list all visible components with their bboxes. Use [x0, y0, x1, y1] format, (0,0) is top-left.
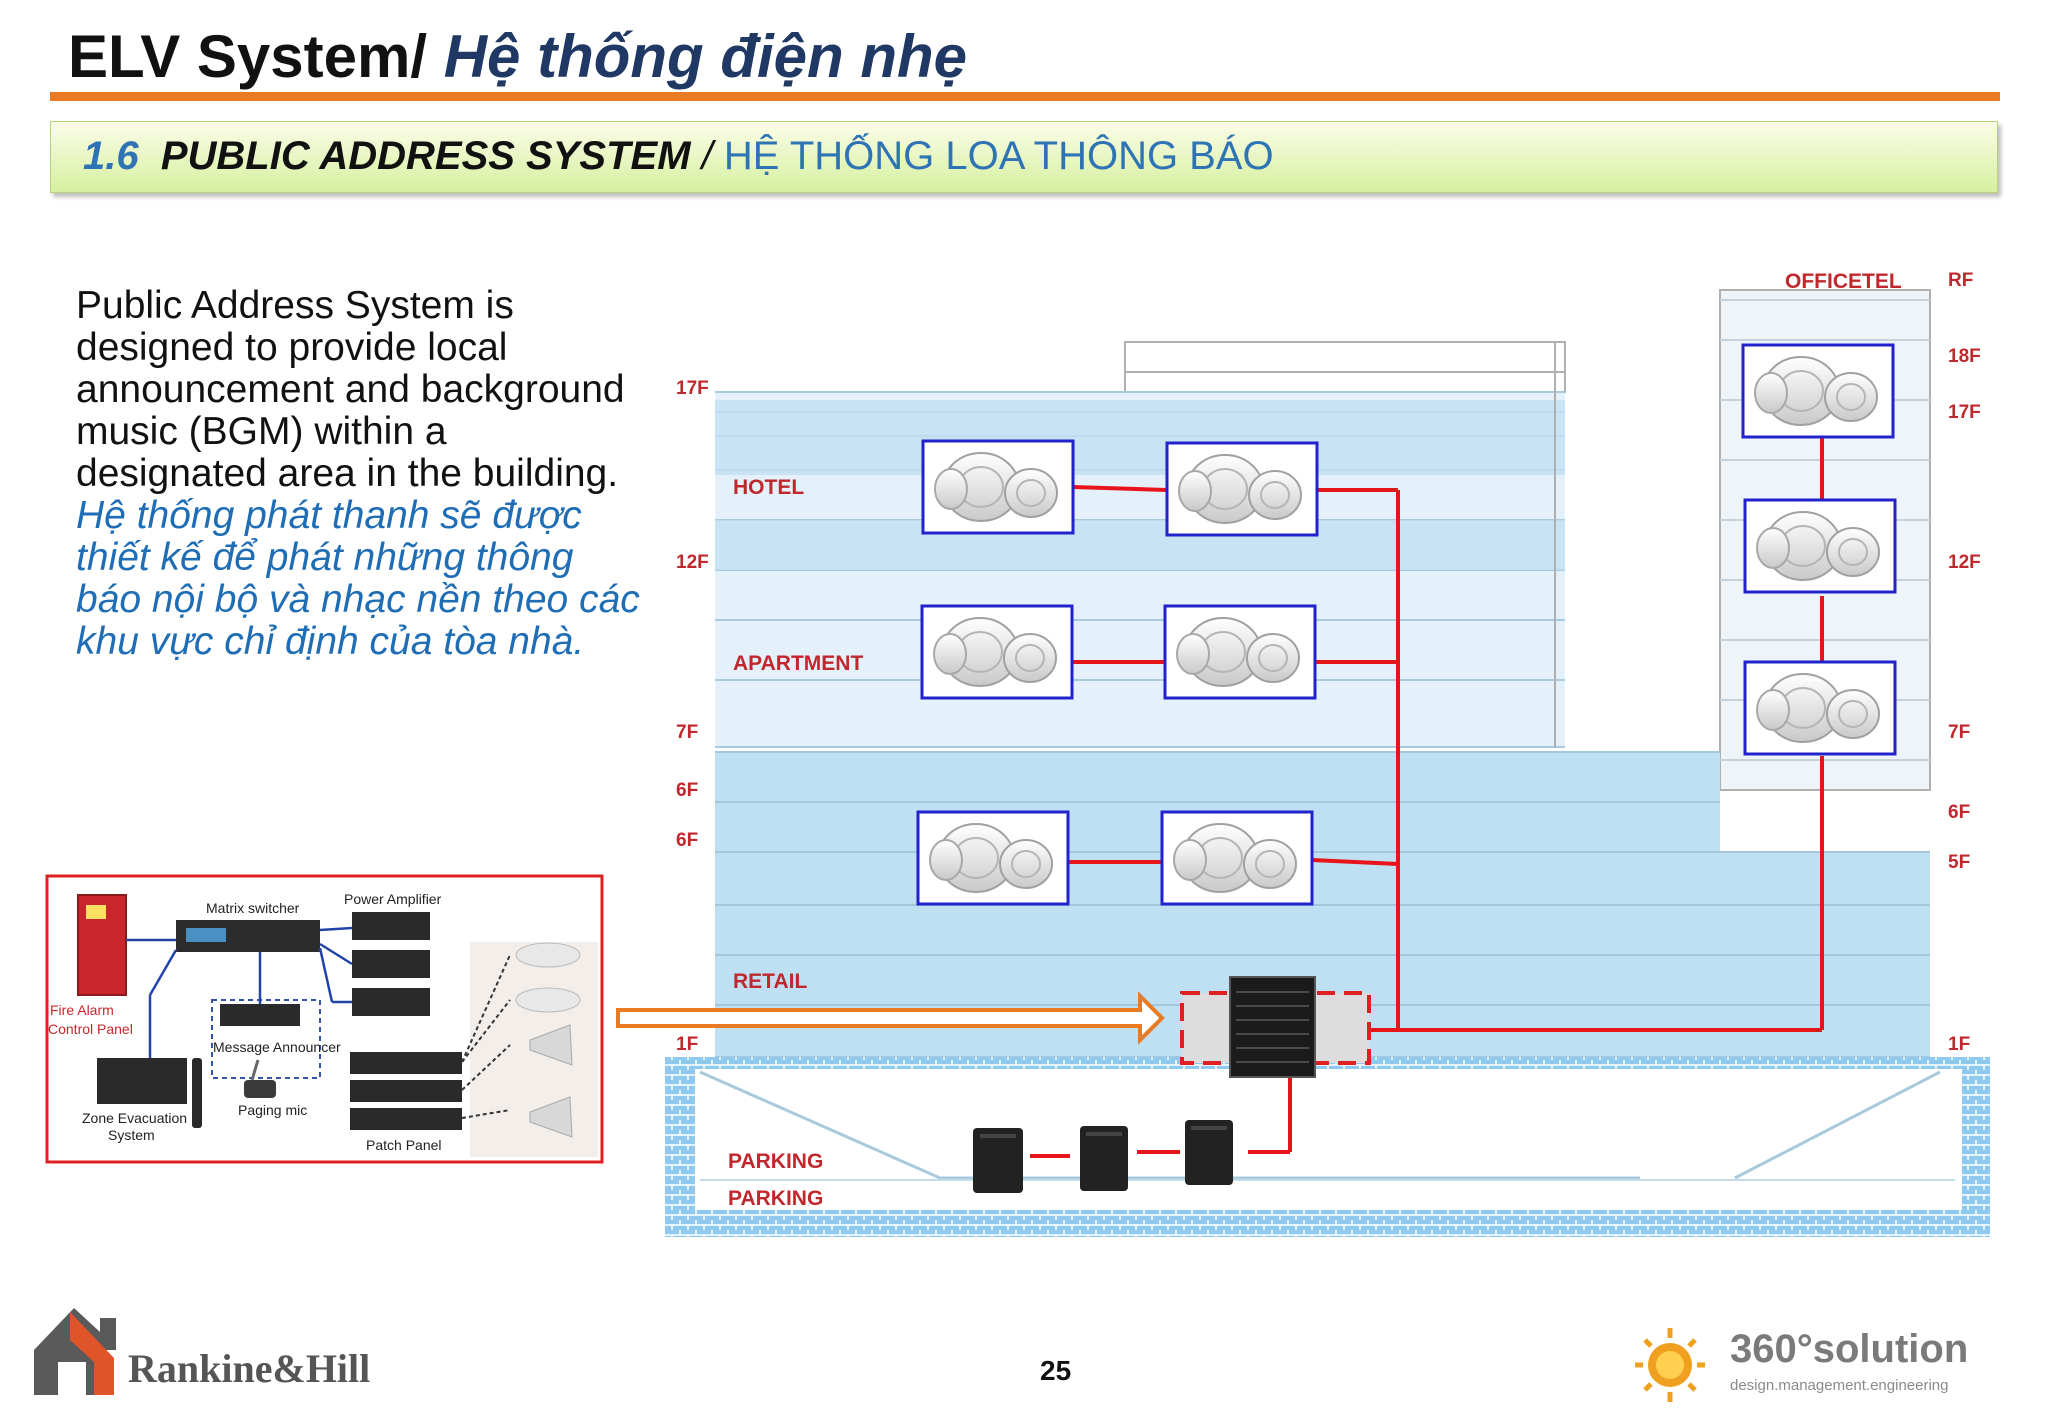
parking-cabinet-icons	[973, 1120, 1233, 1193]
rankine-hill-logo-text: Rankine&Hill	[128, 1346, 370, 1391]
ceiling-speaker-icon	[1160, 810, 1314, 906]
zone-label-retail: RETAIL	[733, 970, 807, 993]
description-block: Public Address System is designed to pro…	[76, 285, 646, 663]
message-announcer-icon	[220, 1004, 300, 1026]
horn-speaker-icon	[529, 1096, 573, 1138]
description-english: Public Address System is designed to pro…	[76, 284, 625, 495]
ceiling-speaker-icon	[916, 810, 1070, 906]
ceiling-speaker-icon	[921, 439, 1075, 535]
zone-label-parking-2: PARKING	[728, 1187, 823, 1210]
section-separator: /	[701, 134, 713, 178]
zone-label-apartment: APARTMENT	[733, 652, 863, 675]
floor-label: RF	[1948, 270, 1973, 291]
power-amplifier-icon	[352, 950, 430, 978]
patch-panel-label: Patch Panel	[366, 1137, 442, 1153]
ceiling-speaker-icon	[515, 987, 581, 1013]
floor-label: 7F	[676, 722, 698, 743]
matrix-switcher-label: Matrix switcher	[206, 900, 300, 916]
cabinet-icon	[1185, 1120, 1233, 1185]
zone-evacuation-label: Zone Evacuation	[82, 1110, 187, 1126]
message-announcer-label: Message Announcer	[213, 1039, 341, 1055]
zone-evacuation-label: System	[108, 1127, 155, 1143]
power-amplifier-icon	[352, 988, 430, 1016]
fire-alarm-label: Fire Alarm	[50, 1002, 114, 1018]
floor-label: 17F	[676, 378, 709, 399]
floor-label: 18F	[1948, 346, 1981, 367]
power-amplifier-label: Power Amplifier	[344, 891, 442, 907]
title-english: ELV System/	[68, 23, 428, 90]
section-heading: 1.6 PUBLIC ADDRESS SYSTEM / HỆ THỐNG LOA…	[83, 134, 1274, 179]
fire-alarm-label: Control Panel	[48, 1021, 133, 1037]
floor-label: 12F	[676, 552, 709, 573]
zone-label-hotel: HOTEL	[733, 476, 804, 499]
floor-label: 6F	[676, 830, 698, 851]
floor-label: 7F	[1948, 722, 1970, 743]
floor-label: 17F	[1948, 402, 1981, 423]
floor-label: 1F	[1948, 1034, 1970, 1055]
equipment-schematic-panel: Matrix switcher Power Amplifier Message …	[45, 874, 604, 1164]
floor-label: 5F	[1948, 852, 1970, 873]
equipment-rack-icon	[1180, 976, 1371, 1078]
section-heading-bar: 1.6 PUBLIC ADDRESS SYSTEM / HỆ THỐNG LOA…	[50, 121, 1998, 193]
floor-label: 1F	[676, 1034, 698, 1055]
ceiling-speaker-icon	[1163, 604, 1317, 700]
floor-label: 6F	[676, 780, 698, 801]
connection-arrow	[616, 991, 1165, 1045]
rankine-hill-logo: Rankine&Hill	[34, 1308, 370, 1395]
page-title: ELV System/ Hệ thống điện nhẹ	[68, 22, 967, 91]
360-solution-tagline: design.management.engineering	[1730, 1377, 1949, 1394]
title-vietnamese: Hệ thống điện nhẹ	[443, 23, 968, 90]
ceiling-speaker-icon	[1743, 660, 1897, 756]
power-amplifier-icon	[352, 912, 430, 940]
ceiling-speaker-icon	[920, 604, 1074, 700]
patch-panel-icon	[350, 1052, 462, 1074]
sun-icon	[1635, 1328, 1705, 1402]
ceiling-speaker-icon	[1165, 441, 1319, 537]
cabinet-icon	[973, 1128, 1023, 1193]
page-number: 25	[1040, 1355, 1072, 1386]
section-number: 1.6	[83, 134, 139, 178]
ceiling-speaker-icon	[515, 942, 581, 968]
paging-mic-icon	[244, 1080, 276, 1098]
building-section	[665, 289, 1990, 1237]
section-title-english: PUBLIC ADDRESS SYSTEM	[160, 134, 691, 178]
paging-mic-label: Paging mic	[238, 1102, 307, 1118]
zone-evacuation-icon	[97, 1058, 187, 1104]
360-solution-logo: 360°solution design.management.engineeri…	[1635, 1327, 1968, 1402]
ceiling-speaker-icon	[1743, 498, 1897, 594]
description-vietnamese: Hệ thống phát thanh sẽ được thiết kế để …	[76, 494, 640, 663]
horn-speaker-icon	[529, 1024, 573, 1066]
floor-label: 6F	[1948, 802, 1970, 823]
360-solution-logo-text: 360°solution	[1730, 1327, 1968, 1371]
floor-label: 12F	[1948, 552, 1981, 573]
ceiling-speaker-icon	[1741, 343, 1895, 439]
title-underline	[50, 92, 2000, 101]
zone-label-parking-1: PARKING	[728, 1150, 823, 1173]
zone-label-officetel: OFFICETEL	[1785, 270, 1902, 293]
pa-wiring	[1030, 438, 1824, 1158]
section-title-vietnamese: HỆ THỐNG LOA THÔNG BÁO	[723, 134, 1274, 178]
cabinet-icon	[1080, 1126, 1128, 1191]
